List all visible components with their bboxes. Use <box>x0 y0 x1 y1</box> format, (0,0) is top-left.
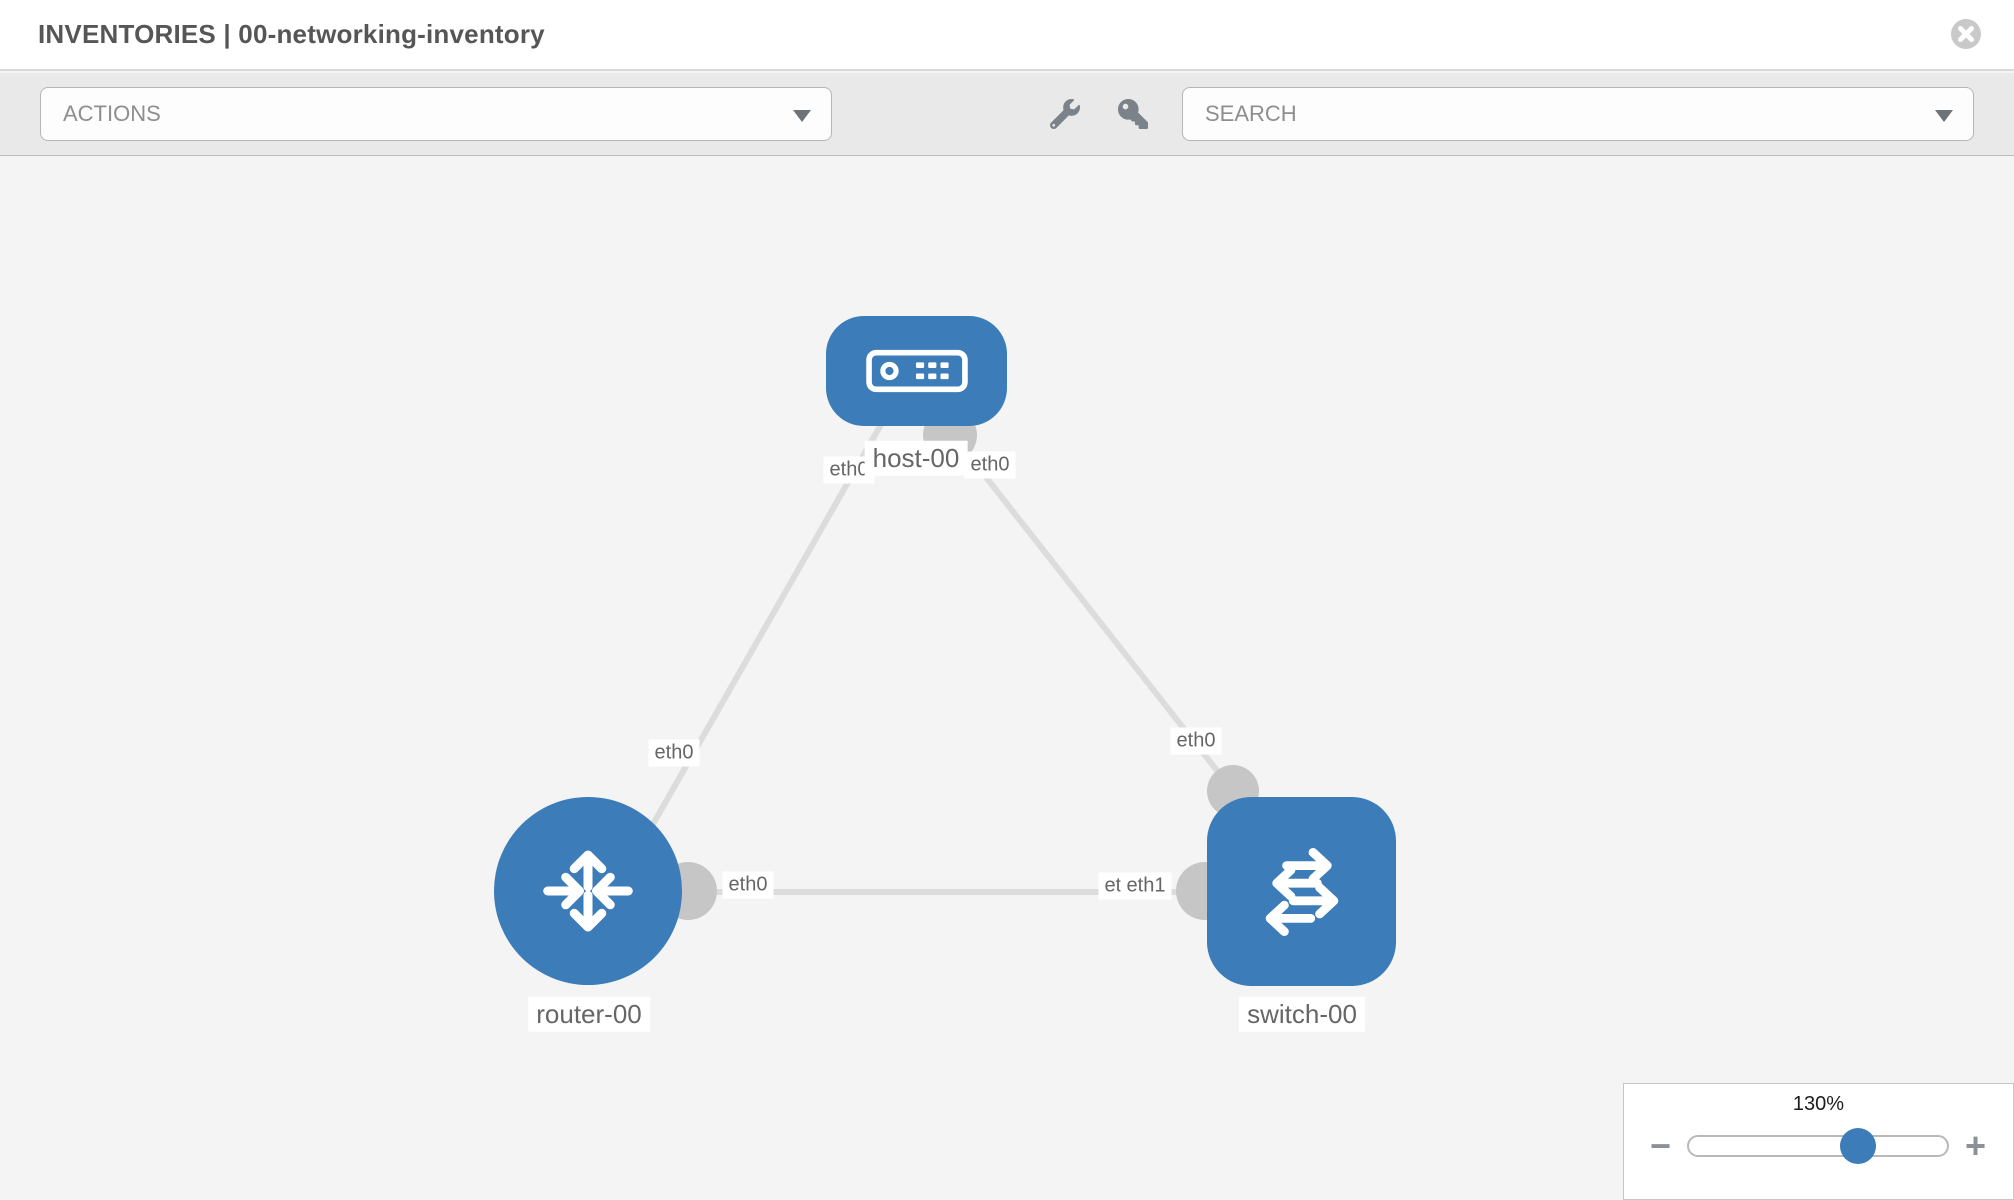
close-icon <box>1951 19 1981 49</box>
node-label-switch: switch-00 <box>1239 996 1365 1032</box>
zoom-out-button[interactable]: − <box>1650 1125 1672 1166</box>
chevron-down-icon <box>1935 110 1953 122</box>
actions-dropdown-label: ACTIONS <box>63 101 161 126</box>
toolbar: ACTIONS SEARCH <box>0 73 2014 156</box>
switch-icon <box>1265 847 1338 936</box>
router-icon <box>543 850 633 932</box>
port-label-eth0-link-host-switch: eth0 <box>1170 727 1222 755</box>
port-label-eth0-link-host-router: eth0 <box>648 739 700 767</box>
topology-canvas[interactable]: host-00 router-00 switch-00 eth0 eth0 et… <box>0 157 2014 1200</box>
port-label-eth1-switch-left: eth1 <box>1120 872 1172 900</box>
actions-dropdown[interactable]: ACTIONS <box>40 87 832 141</box>
node-label-host: host-00 <box>864 440 968 476</box>
search-dropdown[interactable]: SEARCH <box>1182 87 1974 141</box>
page-title: INVENTORIES | 00-networking-inventory <box>38 19 545 49</box>
node-label-router: router-00 <box>528 996 650 1032</box>
zoom-in-button[interactable]: + <box>1965 1125 1987 1166</box>
key-button[interactable] <box>1118 99 1150 131</box>
zoom-slider-knob[interactable] <box>1840 1128 1877 1164</box>
node-host-00[interactable] <box>826 316 1007 426</box>
wrench-icon <box>1049 99 1080 130</box>
zoom-level-readout: 130% <box>1792 1093 1845 1115</box>
close-button[interactable] <box>1950 18 1982 50</box>
key-icon <box>1118 99 1148 129</box>
host-icon <box>865 349 968 393</box>
node-router-00[interactable] <box>494 797 682 985</box>
search-dropdown-label: SEARCH <box>1205 101 1297 126</box>
zoom-slider-track[interactable] <box>1687 1128 1950 1164</box>
links-layer <box>588 408 1302 920</box>
zoom-widget: 130% − + <box>1623 1083 2014 1200</box>
port-label-eth0-router-right: eth0 <box>722 871 774 899</box>
node-switch-00[interactable] <box>1207 797 1396 986</box>
wrench-button[interactable] <box>1049 99 1082 131</box>
port-label-eth0-host-right: eth0 <box>964 451 1016 479</box>
header: INVENTORIES | 00-networking-inventory <box>0 0 2014 71</box>
chevron-down-icon <box>793 110 811 122</box>
